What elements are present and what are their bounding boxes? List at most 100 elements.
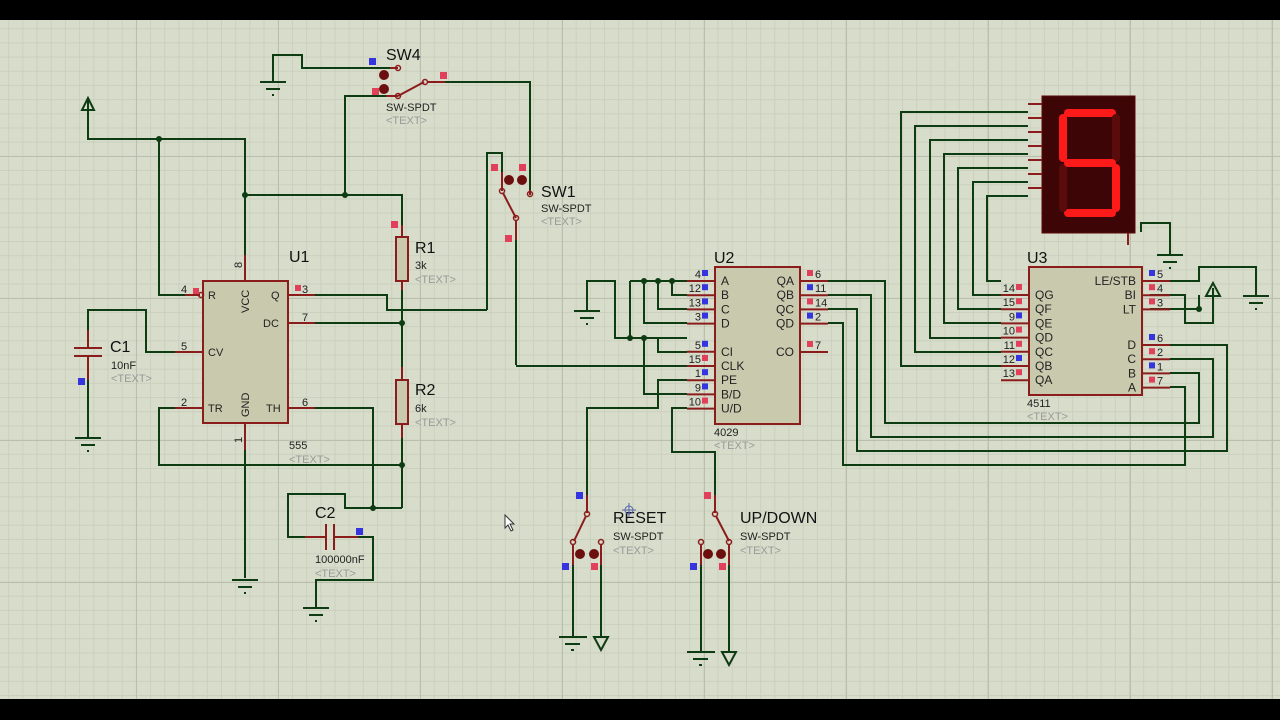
wire [88, 138, 246, 255]
segment-wires [900, 111, 1028, 367]
pin-label: QB [777, 288, 794, 302]
pin-label: C [1127, 352, 1136, 366]
actuator-button[interactable] [379, 84, 389, 94]
wire [245, 194, 403, 235]
actuator-button[interactable] [703, 549, 713, 559]
seven-segment-display [1028, 95, 1136, 245]
ground-symbol [75, 437, 101, 452]
pin-number: 14 [1003, 283, 1015, 295]
pin-label: A [721, 274, 729, 288]
pin-label: B/D [721, 387, 741, 401]
actuator-button[interactable] [517, 175, 527, 185]
resistor-r2[interactable]: R2 6k <TEXT> [395, 367, 456, 438]
ref-label: UP/DOWN [740, 510, 817, 527]
logic-probe-high [807, 270, 813, 276]
ground-symbol [303, 607, 329, 622]
actuator-button[interactable] [379, 70, 389, 80]
actuator-button[interactable] [716, 549, 726, 559]
pin-label: CO [776, 345, 794, 359]
bcd-bus-wires [828, 280, 1228, 466]
pin-label: U/D [721, 402, 742, 416]
logic-probe-high [591, 563, 598, 570]
pin-number: 7 [302, 312, 308, 324]
actuator-button[interactable] [575, 549, 585, 559]
value-label: 6k [415, 403, 427, 415]
pin-number: 4 [1157, 283, 1163, 295]
switch-up-down[interactable]: UP/DOWN SW-SPDT <TEXT> [687, 492, 817, 668]
logic-probe-low [690, 563, 697, 570]
pin-label: QA [777, 274, 794, 288]
mouse-pointer-icon [504, 513, 516, 532]
pin-number: 10 [689, 397, 701, 409]
logic-probe-low [1016, 312, 1022, 319]
logic-probe-high [193, 288, 199, 294]
pin-label: QC [776, 302, 794, 316]
ground-symbol [232, 579, 258, 594]
pin-label: QG [1035, 288, 1054, 302]
text-placeholder: <TEXT> [740, 545, 781, 557]
switch-reset[interactable]: RESET SW-SPDT <TEXT> [559, 492, 667, 653]
logic-probe-high [704, 492, 711, 499]
logic-probe-low [702, 270, 708, 276]
logic-probe-low [702, 383, 708, 390]
power-terminal-vcc[interactable] [80, 95, 96, 140]
wire [158, 139, 185, 296]
pin-label: B [1128, 366, 1136, 380]
pin-number: 13 [1003, 368, 1015, 380]
pin-number: 3 [302, 284, 308, 296]
junction [399, 462, 405, 468]
pin-number: 12 [1003, 354, 1015, 366]
pin-number: 11 [1004, 340, 1015, 352]
text-placeholder: <TEXT> [415, 417, 456, 429]
ground-symbol [260, 81, 286, 96]
resistor-r1[interactable]: R1 3k <TEXT> [391, 221, 456, 290]
text-placeholder: <TEXT> [289, 454, 330, 466]
value-label: 4511 [1027, 398, 1051, 410]
logic-probe-high [807, 298, 813, 305]
pin-number: 13 [689, 297, 701, 309]
logic-probe-low [562, 563, 569, 570]
actuator-button[interactable] [504, 175, 514, 185]
switch-sw4[interactable]: SW4 SW-SPDT <TEXT> [260, 47, 531, 190]
logic-probe-high [1016, 326, 1022, 333]
ic-u1-555[interactable]: R Q DC CV TR TH VCC GND 4 3 7 5 2 6 8 1 … [175, 249, 330, 466]
pin-label: B [721, 288, 729, 302]
ic-u2-4029[interactable]: U2 4029 <TEXT> [714, 250, 801, 452]
pin-label: TR [208, 403, 223, 415]
pin-label: QF [1035, 302, 1052, 316]
pin-number: 6 [302, 397, 308, 409]
logic-probe-low [369, 58, 376, 65]
pin-label: GND [240, 393, 252, 418]
pin-number: 1 [1157, 361, 1163, 373]
pin-label: Q [271, 290, 280, 302]
wire [87, 309, 175, 353]
pin-label: DC [263, 318, 279, 330]
capacitor-c2[interactable]: C2 100000nF <TEXT> [287, 493, 374, 622]
logic-probe-low [1149, 270, 1155, 276]
switch-sw1[interactable]: SW1 SW-SPDT <TEXT> [486, 152, 592, 365]
u2-input-wires [516, 278, 716, 495]
text-placeholder: <TEXT> [541, 216, 582, 228]
ref-label: SW4 [386, 47, 421, 64]
pin-number: 5 [181, 341, 187, 353]
logic-probe-high [1016, 298, 1022, 305]
pin-number: 1 [695, 368, 701, 380]
value-label: 3k [415, 260, 427, 272]
logic-probe-high [1149, 348, 1155, 355]
pin-number: 2 [815, 312, 821, 324]
pin-number: 8 [233, 262, 245, 268]
ref-label: R1 [415, 240, 436, 257]
actuator-button[interactable] [589, 549, 599, 559]
logic-probe-high [519, 164, 526, 171]
wire [315, 407, 402, 509]
pin-label: R [208, 290, 216, 302]
pin-number: 6 [1157, 333, 1163, 345]
pin-label: A [1128, 381, 1136, 395]
ref-label: U3 [1027, 250, 1048, 267]
ic-u3-4511[interactable]: U3 4511 <TEXT> [1027, 250, 1143, 423]
value-label: SW-SPDT [613, 531, 664, 543]
logic-probe-low [702, 284, 708, 291]
pin-label: LE/STB [1095, 274, 1136, 288]
capacitor-c1[interactable]: C1 10nF <TEXT> [74, 330, 152, 452]
pin-number: 3 [1157, 297, 1163, 309]
